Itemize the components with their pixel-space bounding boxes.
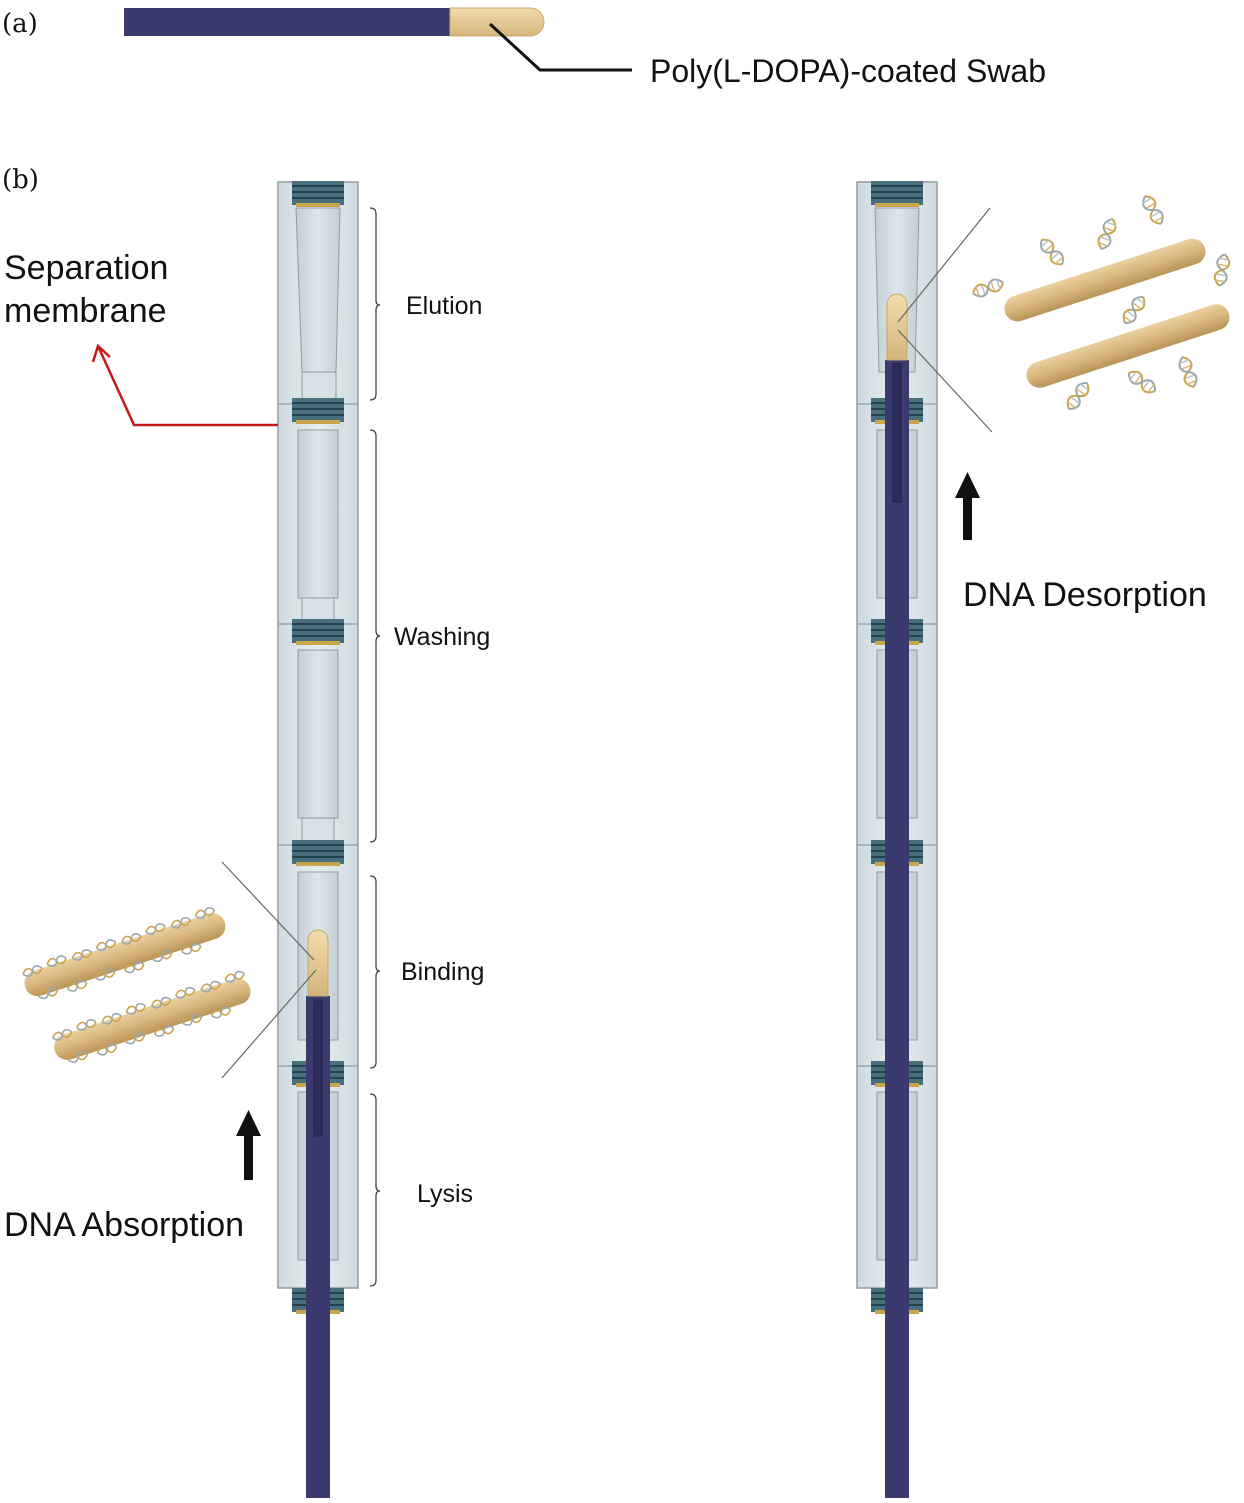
left-membrane-1: [291, 397, 345, 425]
swab-tip: [449, 7, 545, 37]
dna-helix-icon: [1036, 234, 1068, 270]
left-swab-tip: [307, 929, 329, 997]
swab-label: Poly(L-DOPA)-coated Swab: [650, 53, 1046, 89]
arrow-up-icon: [955, 472, 980, 540]
stage-label-elution: Elution: [406, 292, 482, 320]
membrane-arrow: [91, 343, 278, 427]
dna-helix-icon: [1062, 378, 1094, 414]
left-washing-chamber-1: [297, 429, 339, 599]
left-zoom-inset: [21, 905, 251, 1065]
swab-illustration: [124, 7, 545, 37]
panel-b-label: (b): [2, 165, 39, 195]
dna-helix-icon: [1094, 215, 1120, 253]
left-rod-1: [24, 913, 226, 997]
swab-shaft: [124, 8, 450, 36]
left-rod-2: [54, 978, 251, 1060]
left-elution-chamber: [295, 207, 341, 373]
stage-brackets: [369, 207, 381, 1287]
left-washing-chamber-2: [297, 649, 339, 819]
membrane-label-line2: membrane: [4, 292, 167, 330]
dna-helix-icon: [1124, 366, 1160, 398]
left-device: [277, 180, 359, 1498]
stage-label-washing: Washing: [394, 623, 490, 651]
dna-helix-icon: [969, 275, 1007, 301]
left-membrane-3: [291, 839, 345, 867]
right-swab-tip: [886, 293, 908, 361]
right-rod-2: [1026, 304, 1230, 388]
desorption-label: DNA Desorption: [963, 576, 1207, 614]
right-zoom-lines: [897, 207, 993, 433]
right-zoom-inset: [969, 192, 1232, 414]
dna-helix-icon: [1138, 192, 1168, 228]
right-rod-1: [1004, 238, 1206, 322]
right-device: [856, 180, 938, 1498]
left-membrane-2: [291, 618, 345, 646]
right-swab-shaft: [885, 360, 909, 1498]
absorption-label: DNA Absorption: [4, 1206, 244, 1244]
left-zoom-lines: [221, 861, 317, 1079]
stage-label-binding: Binding: [401, 958, 484, 986]
arrow-up-icon: [236, 1110, 261, 1180]
swab-leader-line: [488, 22, 632, 72]
dna-helix-icon: [1212, 252, 1232, 288]
dna-helix-icon: [1175, 353, 1201, 391]
dna-helix-icon: [1118, 292, 1150, 328]
membrane-label-line1: Separation: [4, 249, 168, 287]
panel-a-label: (a): [2, 9, 38, 39]
stage-label-lysis: Lysis: [417, 1180, 473, 1208]
